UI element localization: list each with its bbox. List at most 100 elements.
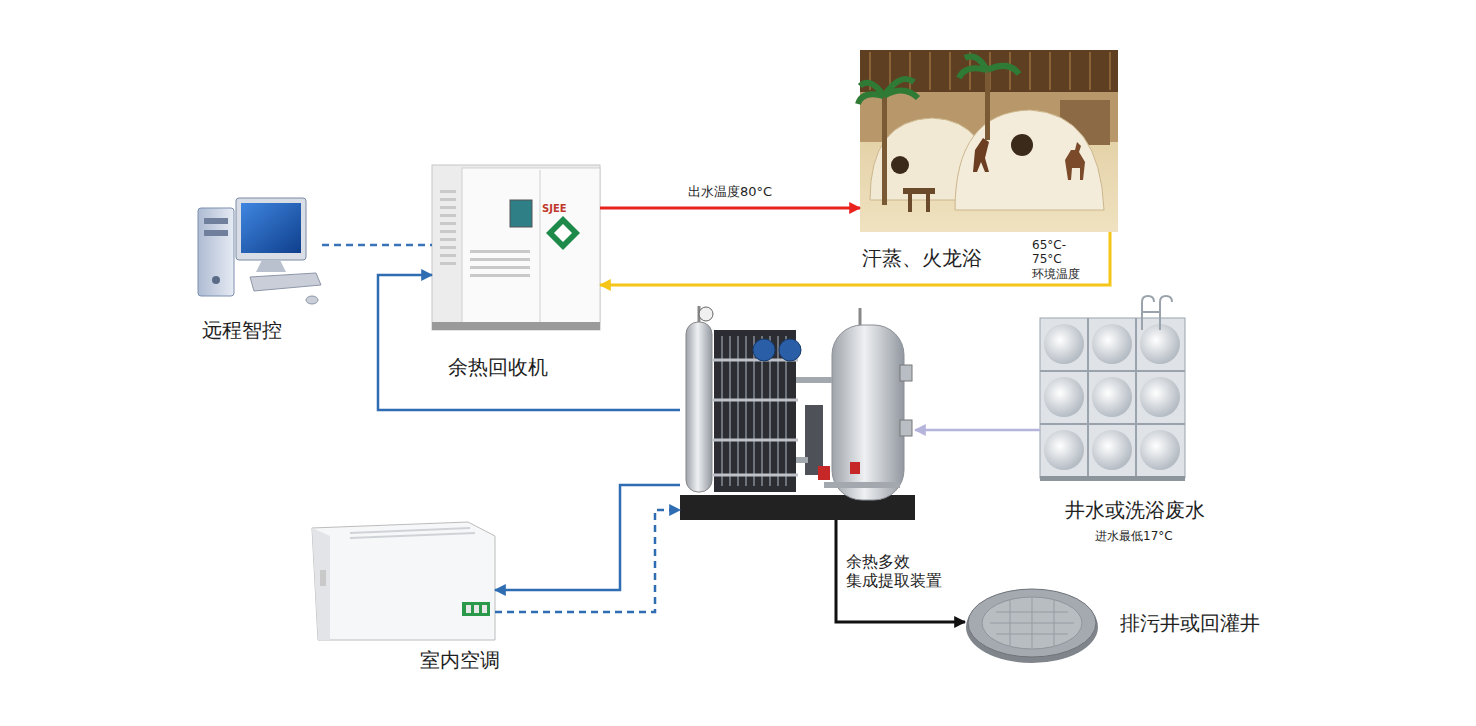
computer-icon-part — [204, 230, 228, 236]
flow-connector — [600, 232, 1110, 285]
node-label: 余热回收机 — [448, 355, 548, 379]
sauna-photo-part — [926, 194, 930, 212]
computer-icon-part — [241, 203, 301, 253]
sauna-photo-part — [973, 138, 989, 172]
manhole-cover-part — [982, 597, 1082, 649]
sauna-photo-part — [903, 188, 935, 194]
extraction-unit-part-part — [796, 377, 832, 383]
water-tank-part — [1044, 377, 1084, 417]
illustrated-node: 余热回收机 — [432, 165, 600, 330]
water-tank-part-part — [1160, 296, 1172, 330]
sauna-photo-part-part — [1029, 52, 1031, 90]
sauna-photo — [858, 50, 1118, 232]
heat-recovery-cabinet-part — [432, 322, 600, 330]
manhole-cover-part-part — [1010, 600, 1011, 646]
water-tank-part — [1142, 296, 1172, 330]
extraction-unit — [680, 306, 915, 520]
flow-connector — [600, 207, 860, 210]
node-label: 远程智控 — [202, 318, 282, 342]
sauna-photo-part — [860, 50, 1118, 232]
illustrated-node: 室内空调 — [310, 520, 495, 640]
heat-recovery-cabinet-part-part — [470, 274, 530, 277]
illustrated-node: 远程智控 — [192, 195, 322, 312]
heat-recovery-cabinet-part-part — [470, 258, 530, 261]
sauna-photo-part — [955, 110, 1104, 210]
computer-icon-part — [212, 276, 220, 284]
flow-connector — [836, 520, 965, 622]
node-label: 井水或洗浴废水 — [1065, 498, 1205, 522]
extraction-unit-part-part — [796, 457, 808, 463]
extraction-unit-part-part — [712, 439, 798, 442]
air-conditioner-part — [462, 602, 490, 616]
illustrated-node: 排污井或回灌井 — [965, 585, 1100, 665]
extraction-unit-part — [753, 339, 775, 361]
heat-recovery-cabinet-part-part — [440, 190, 456, 193]
heat-recovery-cabinet-part — [554, 224, 572, 242]
heat-recovery-cabinet-part — [432, 165, 600, 330]
node-label: 汗蒸、火龙浴 — [862, 246, 982, 270]
illustrated-node: 汗蒸、火龙浴65°C-75°C 环境温度 — [860, 50, 1118, 232]
extraction-unit-part — [850, 462, 860, 474]
water-tank-part — [1092, 324, 1132, 364]
air-conditioner — [312, 522, 495, 640]
illustrated-node: 井水或洗浴废水进水最低17°C — [1040, 315, 1185, 480]
extraction-unit-part — [712, 360, 798, 475]
water-tank-part — [1040, 318, 1185, 478]
extraction-unit-part-part — [712, 399, 798, 402]
sauna-photo-part-part — [909, 52, 911, 90]
heat-recovery-cabinet-part-part — [440, 230, 456, 233]
extraction-unit-part — [699, 307, 713, 321]
node-label: 排污井或回灌井 — [1120, 611, 1260, 635]
water-tank-part-part — [1040, 370, 1185, 372]
air-conditioner-part — [312, 522, 495, 640]
computer-icon — [198, 198, 321, 304]
extraction-unit-part — [900, 420, 912, 436]
air-conditioner-part — [482, 605, 487, 613]
extraction-unit-part — [796, 380, 900, 485]
extraction-unit-part — [805, 405, 823, 475]
node-note: 进水最低17°C — [1095, 529, 1173, 543]
heat-recovery-cabinet-part-part — [440, 222, 456, 225]
heat-recovery-cabinet-part-part — [440, 214, 456, 217]
water-tank-part — [1044, 324, 1084, 364]
extraction-unit-part-part — [824, 482, 900, 488]
water-tank-part — [1040, 318, 1185, 478]
manhole-cover-part — [990, 598, 1074, 648]
air-conditioner-part — [466, 605, 471, 613]
water-tank-part — [1040, 476, 1185, 481]
sauna-photo-part — [1011, 134, 1033, 156]
extraction-unit-part — [832, 325, 904, 500]
air-conditioner-part — [350, 528, 475, 538]
heat-recovery-cabinet-part-part — [440, 238, 456, 241]
sauna-photo-part — [1065, 142, 1085, 180]
sauna-photo-part-part — [1049, 52, 1051, 90]
node-label: 余热多效 集成提取装置 — [846, 552, 942, 590]
air-conditioner-part — [474, 605, 479, 613]
sauna-photo-part — [858, 79, 918, 104]
sauna-photo-part — [891, 156, 909, 174]
flow-connector — [322, 244, 432, 247]
manhole-cover-part — [968, 589, 1096, 657]
heat-recovery-cabinet — [432, 165, 600, 330]
heat-recovery-cabinet-part-part — [440, 206, 456, 209]
manhole-cover — [966, 589, 1098, 663]
manhole-cover-part-part — [1054, 600, 1055, 646]
heat-recovery-cabinet-part-part — [470, 250, 530, 253]
water-tank-part — [1092, 377, 1132, 417]
water-tank-part — [1140, 430, 1180, 470]
sauna-photo-part-part — [1089, 52, 1091, 90]
water-tank-part-part — [1040, 423, 1185, 425]
air-conditioner-part — [320, 570, 326, 586]
computer-icon-part — [306, 296, 318, 304]
computer-icon-part — [198, 208, 234, 296]
extraction-unit-part — [818, 466, 830, 480]
water-tank — [1040, 296, 1185, 481]
extraction-unit-part — [859, 308, 862, 325]
heat-recovery-cabinet-part-part — [440, 262, 456, 265]
computer-icon-part — [204, 218, 228, 224]
sauna-photo-part — [985, 70, 990, 140]
extraction-unit-part — [686, 322, 712, 492]
computer-icon-part — [236, 198, 306, 260]
heat-recovery-cabinet-part — [510, 200, 532, 227]
